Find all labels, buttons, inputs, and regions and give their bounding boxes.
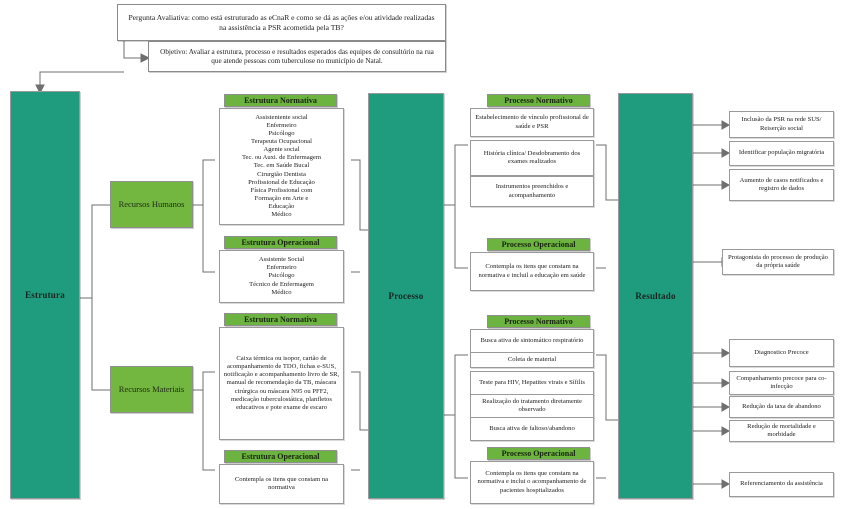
box-text: Redução de mortalidade e morbidade [747,422,816,438]
box-text: Companhamento precoce para co-infecção [736,374,827,390]
recursos-materiais-label: Recursos Materiais [118,383,185,394]
box-estrutura-operacional-materiais: Contempla os itens que constam na normat… [219,464,344,504]
estrutura-operacional-materiais-text: Contempla os itens que constam na normat… [234,475,329,491]
box-processo-normativo-bottom-3: Realização do tratamento diretamente obs… [470,394,594,418]
box-processo-normativo-top-2: Instrumentos preenchidos e acompanhament… [470,176,594,207]
box-text: Coleta de material [507,355,557,363]
heading-label: Processo Normativo [504,96,573,105]
box-text: História clínica/ Desdobramento dos exam… [483,149,581,165]
box-resultado-top-1: Identificar população migratória [729,141,834,166]
box-processo-normativo-bottom-4: Busca ativa de faltoso/abandono [470,417,594,441]
box-processo-normativo-top-0: Estabelecimento de vínculo profissional … [470,108,594,137]
pillar-resultado-label: Resultado [635,291,676,301]
heading-processo-operacional-top: Processo Operacional [487,238,590,251]
heading-estrutura-normativa-humanos: Estrutura Normativa [224,94,337,107]
box-text: Contempla os itens que constam na normat… [478,263,586,279]
pillar-processo: Processo [368,93,444,499]
heading-estrutura-normativa-materiais: Estrutura Normativa [224,313,337,326]
box-text: Contempla os itens que constam na normat… [477,470,587,494]
box-processo-normativo-bottom-1: Coleta de material [470,352,594,368]
box-resultado-single-bottom: Referenciamento da assistência [729,472,834,497]
box-processo-normativo-bottom-0: Busca ativa de sintomático respiratório [470,329,594,353]
heading-label: Processo Normativo [504,317,573,326]
box-text: Protagonista do processo de produção da … [728,253,828,269]
box-text: Diagnostico Precoce [754,348,809,356]
box-text: Teste para HIV, Hepatites virais e Sífil… [479,378,585,386]
box-text: Estabelecimento de vínculo profissional … [475,114,589,130]
heading-processo-operacional-bottom: Processo Operacional [487,447,590,460]
box-resultado-bottom-1: Companhamento precoce para co-infecção [729,371,834,395]
pillar-estrutura: Estrutura [10,91,80,499]
heading-label: Processo Operacional [501,240,576,249]
box-text: Instrumentos preenchidos e acompanhament… [495,183,569,199]
heading-estrutura-operacional-materiais: Estrutura Operacional [224,450,337,463]
pillar-estrutura-label: Estrutura [25,290,65,300]
box-resultado-bottom-3: Redução de mortalidade e morbidade [729,420,834,442]
pillar-processo-label: Processo [388,291,424,301]
estrutura-normativa-materiais-text: Caixa térmica ou isopor, cartão de acomp… [223,355,340,411]
heading-label: Processo Operacional [501,449,576,458]
heading-label: Estrutura Operacional [241,238,320,247]
box-resultado-mid: Protagonista do processo de produção da … [722,249,834,275]
heading-processo-normativo-top: Processo Normativo [487,94,590,107]
resource-box-recursos-materiais: Recursos Materiais [110,366,193,413]
box-resultado-bottom-0: Diagnostico Precoce [729,339,834,367]
evaluative-question-text: Pergunta Avaliativa: como está estrutura… [128,13,435,32]
recursos-humanos-label: Recursos Humanos [118,198,185,209]
heading-processo-normativo-bottom: Processo Normativo [487,315,590,328]
box-estrutura-normativa-materiais: Caixa térmica ou isopor, cartão de acomp… [219,327,344,440]
heading-label: Estrutura Normativa [244,96,317,105]
objective-box: Objetivo: Avaliar a estrutura, processo … [148,41,446,72]
resource-box-recursos-humanos: Recursos Humanos [110,181,193,228]
box-text: Realização do tratamento diretamente obs… [482,397,582,413]
box-text: Busca ativa de faltoso/abandono [489,424,575,432]
box-text: Identificar população migratória [738,149,825,157]
box-text: Aumento de casos notificados e registro … [739,176,824,192]
box-processo-normativo-bottom-2: Teste para HIV, Hepatites virais e Sífil… [470,371,594,395]
box-processo-operacional-top: Contempla os itens que constam na normat… [470,252,594,291]
box-text: Inclusão da PSR na rede SUS/ Reiserção s… [741,116,822,132]
box-resultado-top-0: Inclusão da PSR na rede SUS/ Reiserção s… [729,111,834,138]
pillar-resultado: Resultado [618,93,693,499]
heading-label: Estrutura Operacional [241,452,320,461]
evaluative-question-box: Pergunta Avaliativa: como está estrutura… [117,4,446,41]
box-resultado-bottom-2: Redução da taxa de abandono [729,396,834,418]
heading-label: Estrutura Normativa [244,315,317,324]
heading-estrutura-operacional-humanos: Estrutura Operacional [224,236,337,249]
box-text: Redução da taxa de abandono [742,402,821,410]
box-resultado-top-2: Aumento de casos notificados e registro … [729,169,834,201]
box-text: Busca ativa de sintomático respiratório [480,336,584,344]
box-processo-normativo-top-1: História clínica/ Desdobramento dos exam… [470,140,594,176]
objective-text: Objetivo: Avaliar a estrutura, processo … [160,47,434,65]
box-text: Referenciamento da assistência [740,480,823,488]
box-processo-operacional-bottom: Contempla os itens que constam na normat… [470,461,594,504]
